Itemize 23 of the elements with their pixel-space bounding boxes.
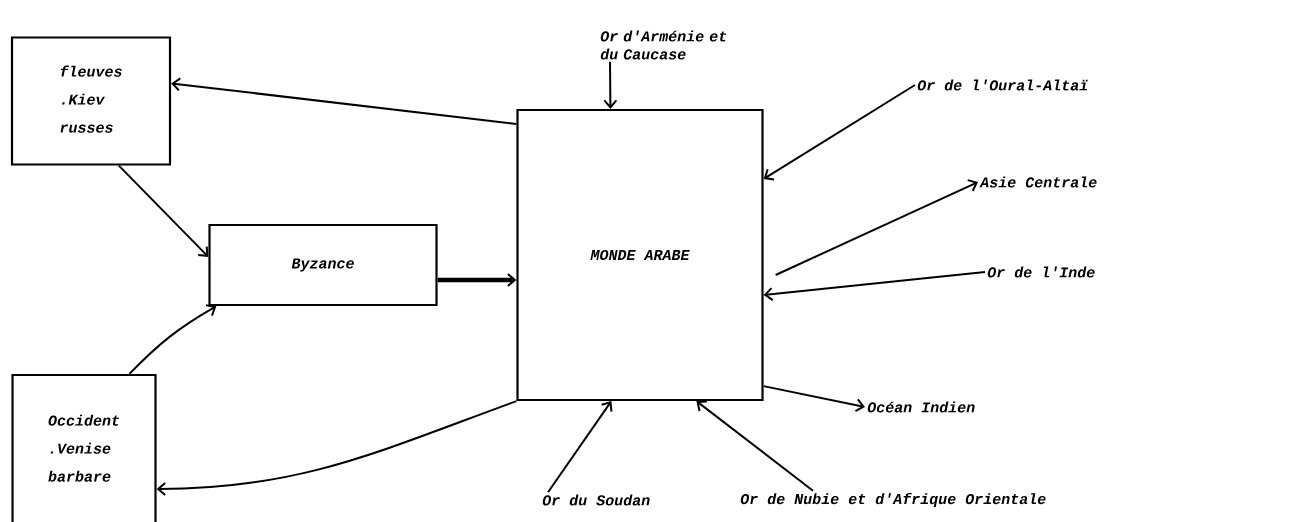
arrow	[763, 271, 986, 302]
arrow	[128, 304, 217, 375]
arrow	[547, 401, 613, 494]
text-label: Océan Indien	[867, 401, 975, 413]
arrow	[437, 273, 517, 287]
text-label: Or de Nubie et d'Afrique Orientale	[740, 492, 1046, 508]
text-label: Asie Centrale	[979, 176, 1097, 188]
arrow	[696, 400, 814, 492]
arrow	[603, 60, 618, 109]
text-label: Or du Soudan	[542, 494, 650, 506]
central-box: MONDE ARABE	[516, 108, 764, 402]
arrow	[774, 179, 978, 276]
arrow	[763, 84, 916, 181]
text-label: Or de l'Oural-Altaï	[917, 79, 1088, 91]
place-box: Byzance	[208, 223, 438, 307]
place-box: Occident .Venise barbare	[11, 373, 157, 522]
text-label: Or de l'Inde	[987, 266, 1095, 278]
arrow	[117, 164, 209, 257]
arrow	[156, 400, 518, 496]
place-box: fleuves .Kiev russes	[10, 36, 172, 166]
arrow	[171, 77, 518, 125]
arrow	[762, 385, 865, 413]
text-label: Or d'Arménie et du Caucase	[600, 30, 727, 60]
